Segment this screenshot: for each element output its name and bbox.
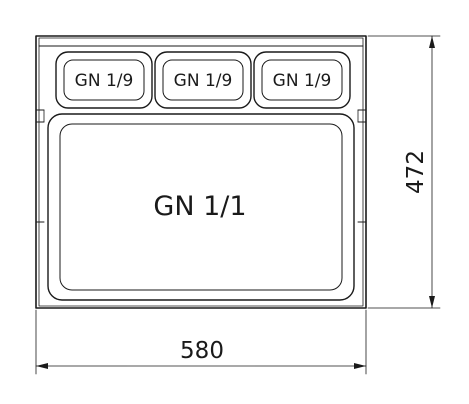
dimension-width: 580 bbox=[35, 309, 367, 375]
pan-gn11: GN 1/1 bbox=[47, 113, 355, 301]
pan-gn11-label: GN 1/1 bbox=[153, 191, 246, 222]
pan-gn19-2-label: GN 1/9 bbox=[174, 71, 233, 91]
arrow-left-icon bbox=[36, 363, 48, 369]
pan-gn19-3-label: GN 1/9 bbox=[273, 71, 332, 91]
arrow-right-icon bbox=[354, 363, 366, 369]
pan-gn19-1: GN 1/9 bbox=[55, 51, 153, 109]
pan-gn19-1-label: GN 1/9 bbox=[75, 71, 134, 91]
dimension-height-label: 472 bbox=[403, 150, 429, 194]
container-frame bbox=[35, 35, 367, 309]
pan-gn19-2: GN 1/9 bbox=[154, 51, 252, 109]
dimension-width-label: 580 bbox=[180, 338, 224, 364]
pan-gn19-3: GN 1/9 bbox=[253, 51, 351, 109]
arrow-up-icon bbox=[429, 36, 435, 48]
arrow-down-icon bbox=[429, 296, 435, 308]
dimension-height: 472 bbox=[367, 35, 441, 309]
